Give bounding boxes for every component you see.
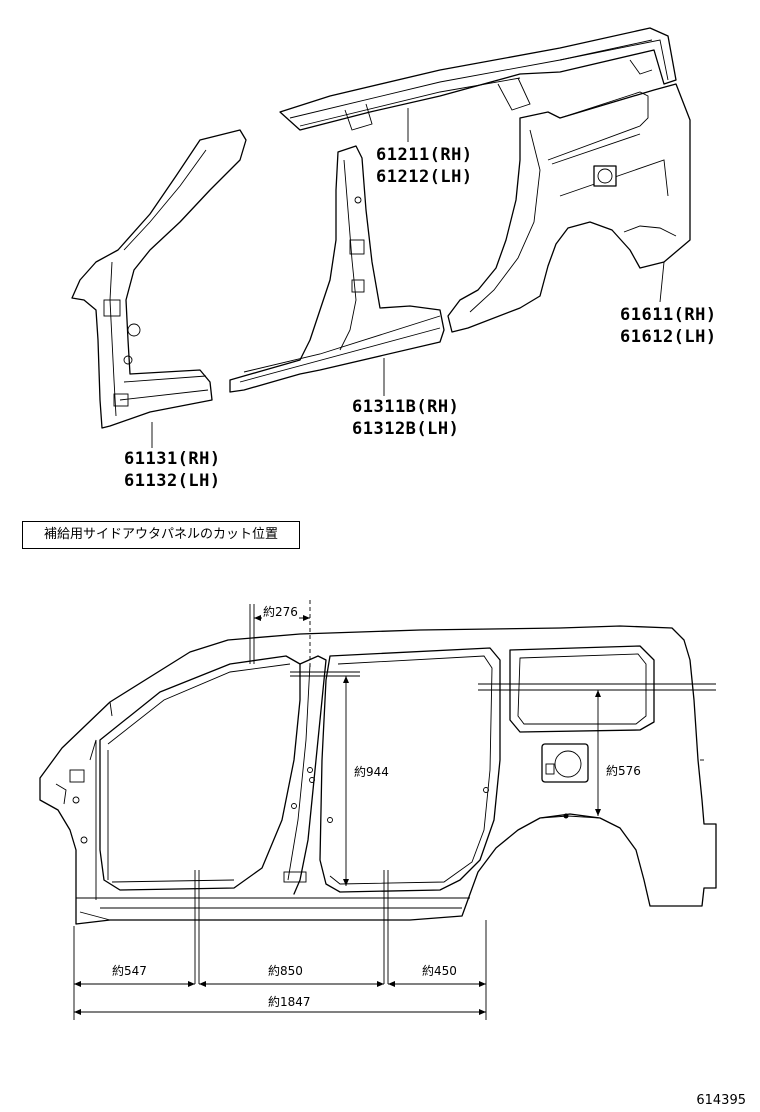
arch-reference-dot — [563, 813, 569, 819]
fuel-filler-lid — [541, 743, 589, 783]
front-pillar-part — [71, 129, 247, 429]
center-pillar — [283, 655, 327, 895]
dim-door-height: 約944 — [354, 765, 389, 779]
rear-door-opening — [319, 647, 501, 893]
dim-rear-span: 約450 — [422, 964, 457, 978]
rocker-panel-part — [229, 145, 445, 393]
part-number-61212: 61212(LH) — [376, 167, 473, 187]
part-number-61611: 61611(RH) — [620, 305, 717, 325]
dim-rear-height: 約576 — [606, 764, 641, 778]
dim-middle-span: 約850 — [268, 964, 303, 978]
roof-side-rail-part — [279, 27, 677, 131]
front-door-opening — [55, 655, 301, 900]
rear-quarter-window — [509, 645, 655, 733]
dim-top-cut: 約276 — [262, 603, 299, 620]
body-side-outline — [39, 625, 717, 925]
exploded-parts-drawing — [71, 27, 691, 448]
section-label-box: 補給用サイドアウタパネルのカット位置 — [22, 521, 300, 549]
part-number-61211: 61211(RH) — [376, 145, 473, 165]
part-number-61132: 61132(LH) — [124, 471, 221, 491]
part-number-61131: 61131(RH) — [124, 449, 221, 469]
part-leader-lines — [151, 108, 665, 448]
dim-front-span: 約547 — [112, 964, 147, 978]
dimension-lines — [73, 615, 601, 1020]
part-number-61612: 61612(LH) — [620, 327, 717, 347]
figure-number: 614395 — [696, 1093, 746, 1108]
quarter-panel-part — [447, 39, 691, 333]
dim-total-span: 約1847 — [268, 995, 311, 1009]
cut-lines — [194, 600, 716, 984]
part-number-61312b: 61312B(LH) — [352, 419, 460, 439]
part-number-61311b: 61311B(RH) — [352, 397, 460, 417]
